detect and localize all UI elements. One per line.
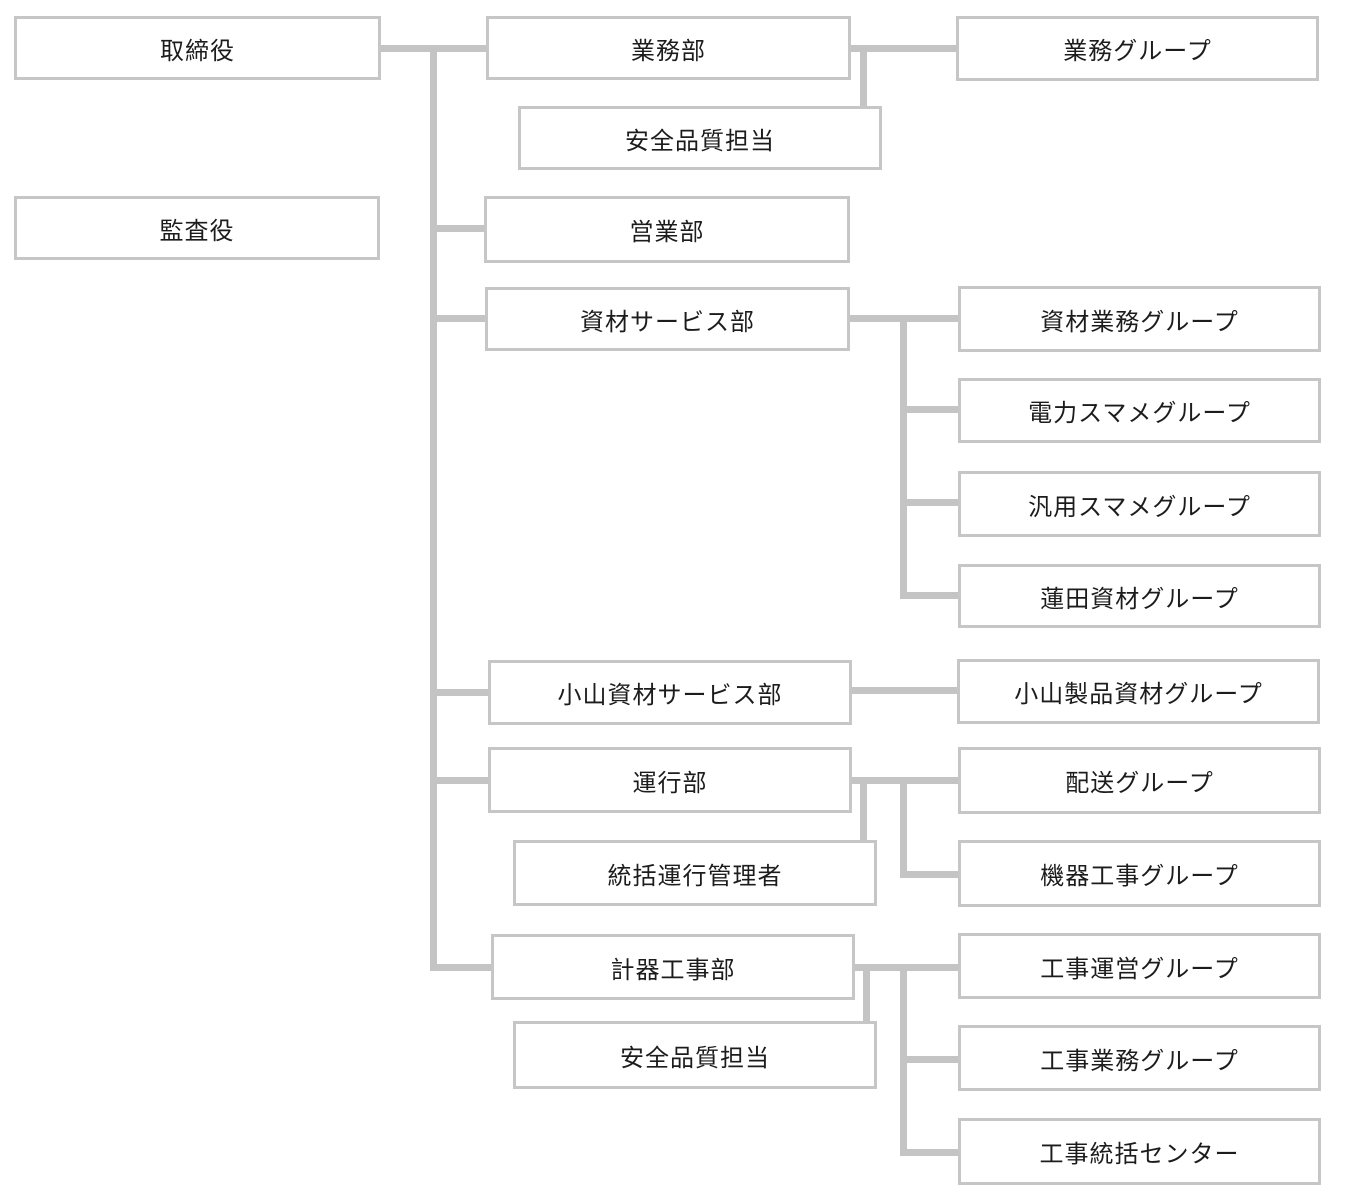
connector-line [900, 315, 907, 599]
gyomu-group-box: 業務グループ [956, 16, 1319, 81]
connector-line [900, 592, 960, 599]
oyama-shizai-service-dept-box: 小山資材サービス部 [488, 660, 852, 725]
connector-line [860, 45, 867, 108]
keiki-safety-staff-box: 安全品質担当 [513, 1021, 877, 1089]
connector-line [430, 315, 487, 322]
koji-gyomu-group-box: 工事業務グループ [958, 1025, 1321, 1091]
shizai-gyomu-group-box: 資材業務グループ [958, 286, 1321, 352]
haiso-group-box: 配送グループ [958, 747, 1321, 814]
connector-line [430, 689, 490, 696]
unko-dept-box: 運行部 [488, 747, 852, 813]
connector-line [900, 1056, 960, 1063]
connector-line [900, 871, 960, 878]
connector-line [855, 964, 960, 971]
gyomu-safety-staff-box: 安全品質担当 [518, 106, 882, 170]
hasuda-shizai-group-box: 蓮田資材グループ [958, 564, 1321, 628]
gyomu-dept-box: 業務部 [486, 16, 851, 80]
shizai-service-dept-box: 資材サービス部 [485, 287, 850, 351]
hanyo-smame-group-box: 汎用スマメグループ [958, 471, 1321, 537]
koji-tokatsu-center-box: 工事統括センター [958, 1118, 1321, 1185]
connector-line [430, 45, 437, 971]
connector-line [430, 777, 490, 784]
koji-unei-group-box: 工事運営グループ [958, 933, 1321, 999]
connector-line [863, 964, 870, 1022]
connector-line [430, 964, 493, 971]
eigyo-dept-box: 営業部 [484, 196, 850, 263]
connector-line [900, 499, 960, 506]
directors-box: 取締役 [14, 16, 381, 80]
oyama-seihin-shizai-group-box: 小山製品資材グループ [957, 659, 1320, 724]
denryoku-smame-group-box: 電力スマメグループ [958, 378, 1321, 443]
keiki-koji-dept-box: 計器工事部 [491, 934, 855, 1000]
connector-line [850, 45, 958, 52]
kiki-koji-group-box: 機器工事グループ [958, 840, 1321, 907]
connector-line [900, 1149, 960, 1156]
connector-line [900, 777, 907, 878]
connector-line [851, 687, 959, 694]
connector-line [430, 225, 486, 232]
tokatsu-unko-kanrisha-box: 統括運行管理者 [513, 840, 877, 906]
connector-line [860, 777, 867, 841]
auditor-box: 監査役 [14, 196, 380, 260]
connector-line [900, 406, 960, 413]
